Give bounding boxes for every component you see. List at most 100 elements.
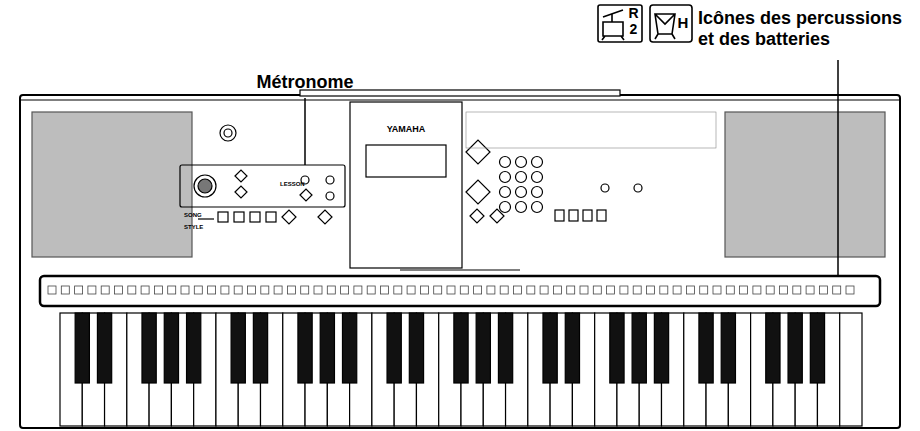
drum-icon <box>620 286 628 294</box>
drum-icon <box>381 286 389 294</box>
drum-icon <box>819 286 827 294</box>
drum-icon <box>527 286 535 294</box>
black-key <box>231 313 245 383</box>
volume-knob <box>194 175 216 197</box>
drum-icon <box>673 286 681 294</box>
tempo-button <box>300 189 312 201</box>
lesson-buttons <box>235 170 247 198</box>
icon-strip-highlight <box>40 276 880 306</box>
drum-icon <box>301 286 309 294</box>
drum-icon <box>540 286 548 294</box>
drum-icon <box>766 286 774 294</box>
black-key <box>342 313 356 383</box>
list-printing <box>466 112 716 148</box>
drum-icon <box>314 286 322 294</box>
black-key <box>543 313 557 383</box>
panel-button <box>266 212 276 222</box>
drum-icon <box>367 286 375 294</box>
black-key <box>164 313 178 383</box>
number-button <box>500 187 511 198</box>
number-button <box>532 157 543 168</box>
number-button <box>500 202 511 213</box>
black-key <box>565 313 579 383</box>
black-key <box>632 313 646 383</box>
drum-icon <box>447 286 455 294</box>
drum-icons <box>48 286 854 294</box>
black-key <box>810 313 824 383</box>
drum-icon <box>194 286 202 294</box>
panel-button <box>555 210 564 221</box>
drum-icon <box>660 286 668 294</box>
drum-icon <box>168 286 176 294</box>
drum-icon <box>154 286 162 294</box>
drum-icon <box>61 286 69 294</box>
drum-kit-icon <box>650 5 692 42</box>
drum-icon <box>500 286 508 294</box>
body-edge <box>20 99 900 100</box>
black-key <box>187 313 201 383</box>
number-button <box>516 202 527 213</box>
speaker-grille <box>32 112 192 257</box>
black-key <box>498 313 512 383</box>
leader-line <box>304 98 306 165</box>
power-switch <box>220 125 236 141</box>
tempo-button <box>326 176 334 184</box>
black-key <box>253 313 267 383</box>
panel-button <box>318 210 332 224</box>
drum-icon <box>420 286 428 294</box>
black-key <box>142 313 156 383</box>
lcd-display <box>366 145 446 177</box>
drum-icon <box>700 286 708 294</box>
number-button <box>532 172 543 183</box>
drum-icon <box>48 286 56 294</box>
icon-letter: H <box>676 14 690 31</box>
keyboard-body <box>20 95 900 428</box>
drum-icon <box>607 286 615 294</box>
drum-icon <box>780 286 788 294</box>
drum-icon <box>740 286 748 294</box>
number-button <box>532 202 543 213</box>
volume-knob <box>198 179 212 193</box>
panel-edge <box>400 269 520 270</box>
drum-icon <box>181 286 189 294</box>
drum-icon <box>553 286 561 294</box>
panel-button <box>282 210 296 224</box>
drum-icon <box>460 286 468 294</box>
drum-icon <box>274 286 282 294</box>
drum-icon <box>88 286 96 294</box>
drum-icon <box>713 286 721 294</box>
panel-button <box>470 209 504 223</box>
black-key <box>387 313 401 383</box>
number-button <box>532 187 543 198</box>
number-button <box>500 172 511 183</box>
black-key <box>454 313 468 383</box>
white-keys <box>60 313 862 426</box>
panel-button <box>569 210 578 221</box>
drum-icon <box>341 286 349 294</box>
song-button <box>466 140 490 164</box>
cymbal-drum-symbol <box>602 10 624 40</box>
drum-icon <box>846 286 854 294</box>
drum-icon <box>141 286 149 294</box>
number-button <box>500 157 511 168</box>
drum-icon <box>394 286 402 294</box>
drum-icon <box>793 286 801 294</box>
drum-icon <box>593 286 601 294</box>
black-key <box>766 313 780 383</box>
power-switch <box>224 129 232 137</box>
drum-icon <box>487 286 495 294</box>
drum-icon <box>806 286 814 294</box>
drum-icon <box>101 286 109 294</box>
drum-icon <box>474 286 482 294</box>
display-panel <box>350 102 462 268</box>
icon-number: 2 <box>627 21 640 37</box>
drum-icon <box>434 286 442 294</box>
panel-label: STYLE <box>184 224 216 231</box>
black-key <box>97 313 111 383</box>
drum-icon <box>407 286 415 294</box>
panel-button <box>250 212 260 222</box>
drum-symbol <box>655 14 675 39</box>
drum-icon <box>234 286 242 294</box>
drum-icon <box>287 286 295 294</box>
